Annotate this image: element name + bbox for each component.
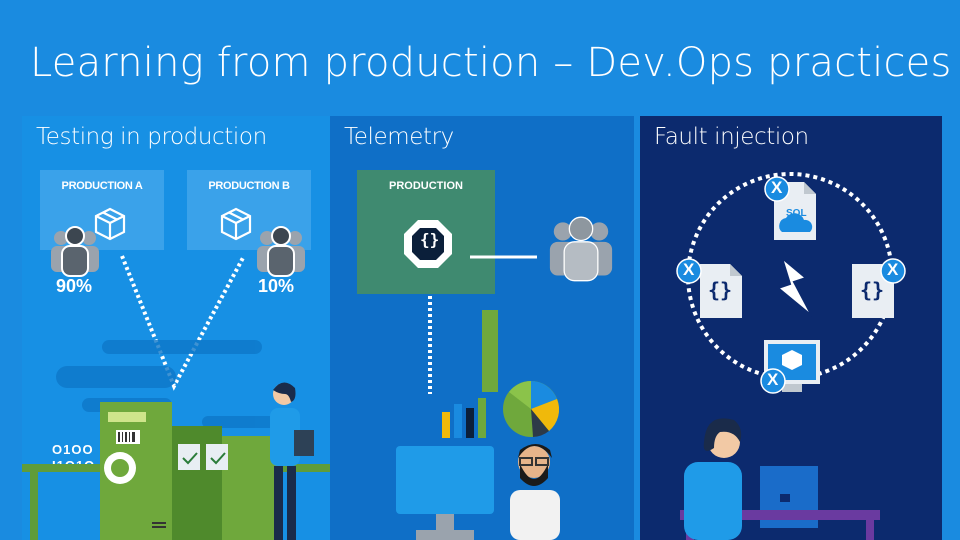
code-glyph-right: {} [860, 278, 885, 302]
workstation-illustration [680, 418, 880, 540]
code-glyph-left: {} [708, 278, 733, 302]
users-icon [51, 226, 99, 277]
x-mark-right: X [887, 260, 899, 279]
x-badge-icon [880, 258, 906, 284]
sql-label: SQL [786, 208, 807, 219]
traffic-split-b: 10% [258, 276, 295, 296]
deployment-machine [22, 402, 330, 540]
telemetry-connector [428, 255, 537, 394]
x-badge-icon [764, 176, 790, 202]
code-glyph: {} [420, 230, 440, 249]
pie-chart-icon [503, 381, 560, 437]
bar-chart-icon [442, 398, 486, 438]
monitor-icon [396, 446, 494, 540]
box-icon [220, 207, 252, 241]
panel-title-telemetry: Telemetry [344, 124, 454, 150]
production-a-label: PRODUCTION A [61, 180, 143, 192]
x-badge-icon [760, 368, 786, 394]
users-icon [257, 226, 305, 277]
code-icon [700, 264, 742, 318]
panel-telemetry: Telemetry PRODUCTION {} [330, 116, 634, 540]
slide-title: Learning from production – Dev.Ops pract… [30, 40, 952, 86]
x-badge-icon [676, 258, 702, 284]
panel-title-fault-injection: Fault injection [654, 124, 809, 150]
lightning-icon [775, 255, 813, 317]
person-icon [270, 382, 314, 540]
users-icon [549, 216, 613, 282]
panel-testing-in-production: Testing in production PRODUCTION A PRODU… [22, 116, 330, 540]
routing-lines [120, 255, 246, 391]
x-mark-top: X [771, 178, 783, 197]
traffic-split-a: 90% [56, 276, 93, 296]
binary-line-1: O1OO [52, 442, 94, 457]
metric-bar [482, 310, 498, 392]
box-icon [94, 207, 126, 241]
code-icon [404, 220, 452, 268]
panel-title-testing: Testing in production [36, 124, 267, 150]
production-label: PRODUCTION [389, 180, 463, 192]
person-icon [510, 444, 560, 540]
panel-fault-injection: Fault injection SQL {} {} X X X X [640, 116, 942, 540]
production-b-label: PRODUCTION B [208, 180, 290, 192]
x-mark-left: X [683, 260, 695, 279]
x-mark-bottom: X [767, 370, 779, 389]
